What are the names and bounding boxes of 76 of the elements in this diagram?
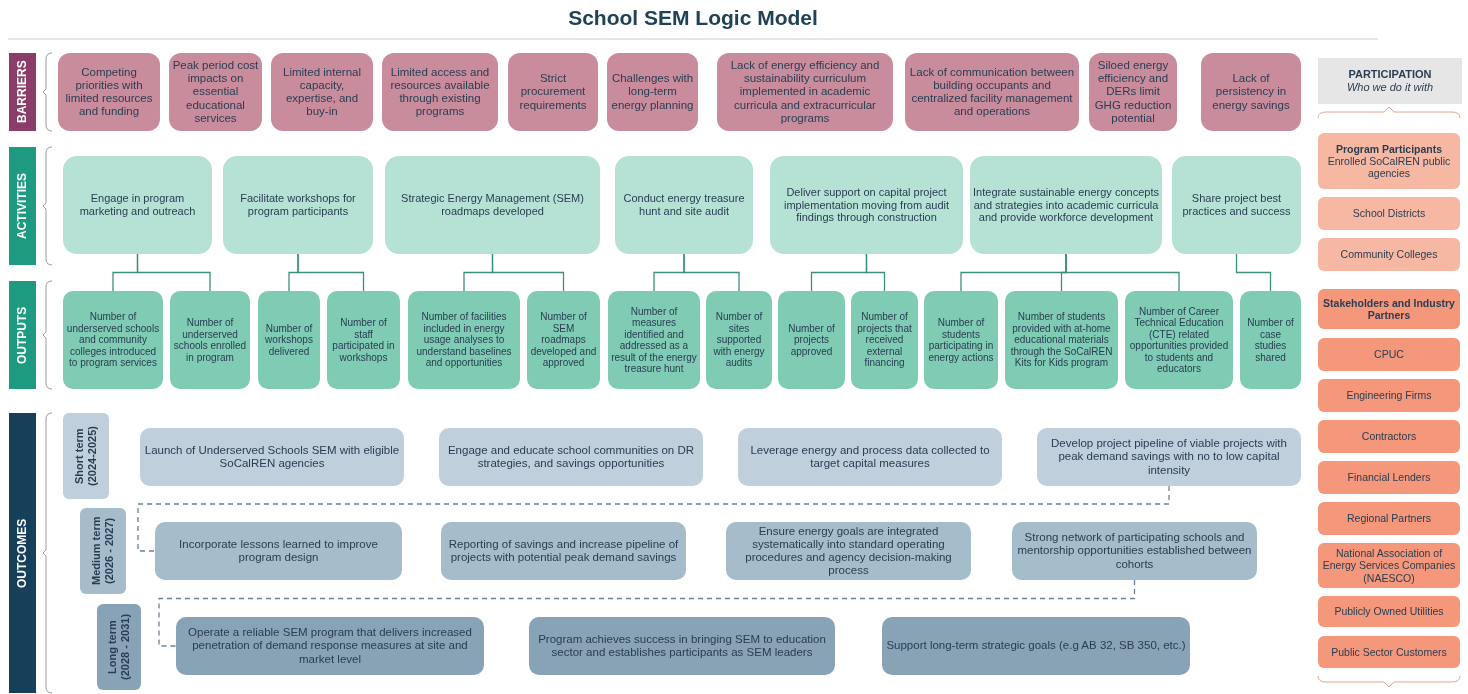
outcome-box: Develop project pipeline of viable projects with peak demand savings with no to low capital intensity bbox=[1037, 428, 1301, 486]
output-box: Number of case studies shared bbox=[1240, 291, 1301, 389]
barrier-box: Limited internal capacity, expertise, and buy-in bbox=[271, 53, 373, 131]
heading-text: PARTICIPATION bbox=[1348, 68, 1432, 81]
participant-box: School Districts bbox=[1318, 197, 1460, 230]
output-box: Number of projects that received external financing bbox=[851, 291, 918, 389]
barrier-box: Lack of energy efficiency and sustainability curriculum implemented in academic curricula and extracurricular programs bbox=[717, 53, 893, 131]
barrier-box: Peak period cost impacts on essential educational services bbox=[169, 53, 262, 131]
output-box: Number of underserved schools enrolled in program bbox=[170, 291, 250, 389]
partner-box: CPUC bbox=[1318, 338, 1460, 371]
outcome-box: Engage and educate school communities on DR strategies, and savings opportunities bbox=[439, 428, 703, 486]
barrier-box: Lack of communication between building occupants and centralized facility management and operations bbox=[905, 53, 1079, 131]
barrier-box: Limited access and resources available through existing programs bbox=[382, 53, 498, 131]
activity-box: Facilitate workshops for program participants bbox=[223, 156, 373, 254]
connector-line bbox=[136, 253, 211, 292]
outcome-box: Launch of Underserved Schools SEM with eligible SoCalREN agencies bbox=[140, 428, 404, 486]
outcome-box: Operate a reliable SEM program that delivers increased penetration of demand response measures at site and market level bbox=[176, 617, 484, 675]
timeframe-tag: Long term (2028 - 2031) bbox=[97, 604, 141, 690]
connector-line bbox=[158, 579, 1136, 647]
activity-box: Integrate sustainable energy concepts and strategies into academic curricula and provide workforce development bbox=[970, 156, 1162, 254]
partner-box: Public Sector Customers bbox=[1318, 636, 1460, 668]
partner-box: Engineering Firms bbox=[1318, 379, 1460, 412]
subheading-text: Enrolled SoCalREN public agencies bbox=[1326, 154, 1452, 180]
barrier-box: Competing priorities with limited resources and funding bbox=[58, 53, 160, 131]
output-box: Number of measures identified and addressed as a result of the energy treasure hunt bbox=[608, 291, 700, 389]
connector-line bbox=[491, 253, 565, 292]
section-band: BARRIERS bbox=[9, 53, 36, 131]
output-box: Number of facilities included in energy usage analyses to understand baselines and opportunities bbox=[408, 291, 520, 389]
participation-header bbox=[1318, 58, 1462, 104]
activity-box: Conduct energy treasure hunt and site audit bbox=[615, 156, 753, 254]
section-band: OUTCOMES bbox=[9, 413, 36, 693]
output-box: Number of students provided with at-home educational materials through the SoCalREN Kits for Kids program bbox=[1005, 291, 1118, 389]
outcome-box: Ensure energy goals are integrated systematically into standard operating procedures and agency decision-making process bbox=[726, 522, 971, 580]
partner-box: Regional Partners bbox=[1318, 502, 1460, 535]
connector-line bbox=[297, 253, 365, 292]
output-box: Number of sites supported with energy audits bbox=[706, 291, 772, 389]
output-box: Number of workshops delivered bbox=[258, 291, 320, 389]
output-box: Number of underserved schools and community colleges introduced to program services bbox=[63, 291, 163, 389]
barrier-box: Challenges with long-term energy planning bbox=[607, 53, 698, 131]
barrier-box: Siloed energy efficiency and DERs limit GHG reduction potential bbox=[1089, 53, 1177, 131]
output-box: Number of students participating in energy actions bbox=[924, 291, 998, 389]
participant-box: Community Colleges bbox=[1318, 238, 1460, 271]
subheading-text: Who we do it with bbox=[1346, 81, 1434, 94]
outcome-box: Program achieves success in bringing SEM to education sector and establishes participants as SEM leaders bbox=[529, 617, 835, 675]
partner-box: Stakeholders and Industry Partners bbox=[1318, 289, 1460, 329]
output-box: Number of SEM roadmaps developed and approved bbox=[527, 291, 600, 389]
activity-box: Deliver support on capital project implementation moving from audit findings through construction bbox=[770, 156, 963, 254]
barrier-box: Lack of persistency in energy savings bbox=[1201, 53, 1301, 131]
connector-line bbox=[1065, 253, 1180, 292]
outcome-box: Leverage energy and process data collected to target capital measures bbox=[738, 428, 1002, 486]
output-box: Number of projects approved bbox=[778, 291, 845, 389]
section-band: ACTIVITIES bbox=[9, 147, 36, 265]
timeframe-tag: Medium term (2026 - 2027) bbox=[80, 508, 126, 594]
outcome-box: Reporting of savings and increase pipeline of projects with potential peak demand savings bbox=[441, 522, 686, 580]
timeframe-tag: Short term (2024-2025) bbox=[63, 413, 109, 499]
participant-box bbox=[1318, 133, 1460, 189]
connector-line bbox=[865, 253, 886, 292]
partner-box: National Association of Energy Services Companies (NAESCO) bbox=[1318, 543, 1460, 588]
outcome-box: Strong network of participating schools and mentorship opportunities established between cohorts bbox=[1012, 522, 1257, 580]
diagram-title: School SEM Logic Model bbox=[567, 6, 819, 30]
output-box: Number of staff participated in workshops bbox=[327, 291, 400, 389]
partner-box: Contractors bbox=[1318, 420, 1460, 453]
activity-box: Engage in program marketing and outreach bbox=[63, 156, 212, 254]
connector-line bbox=[683, 253, 740, 292]
outcome-box: Support long-term strategic goals (e.g AB 32, SB 350, etc.) bbox=[882, 617, 1190, 675]
heading-text: Program Participants bbox=[1335, 142, 1443, 155]
partner-box: Financial Lenders bbox=[1318, 461, 1460, 494]
connector-line bbox=[137, 485, 1170, 552]
partner-box: Publicly Owned Utilities bbox=[1318, 596, 1460, 627]
connector-line bbox=[1235, 253, 1272, 292]
activity-box: Share project best practices and success bbox=[1172, 156, 1301, 254]
barrier-box: Strict procurement requirements bbox=[508, 53, 598, 131]
section-band: OUTPUTS bbox=[9, 281, 36, 389]
output-box: Number of Career Technical Education (CTE) related opportunities provided to students and educators bbox=[1125, 291, 1233, 389]
activity-box: Strategic Energy Management (SEM) roadmaps developed bbox=[385, 156, 600, 254]
outcome-box: Incorporate lessons learned to improve program design bbox=[155, 522, 402, 580]
